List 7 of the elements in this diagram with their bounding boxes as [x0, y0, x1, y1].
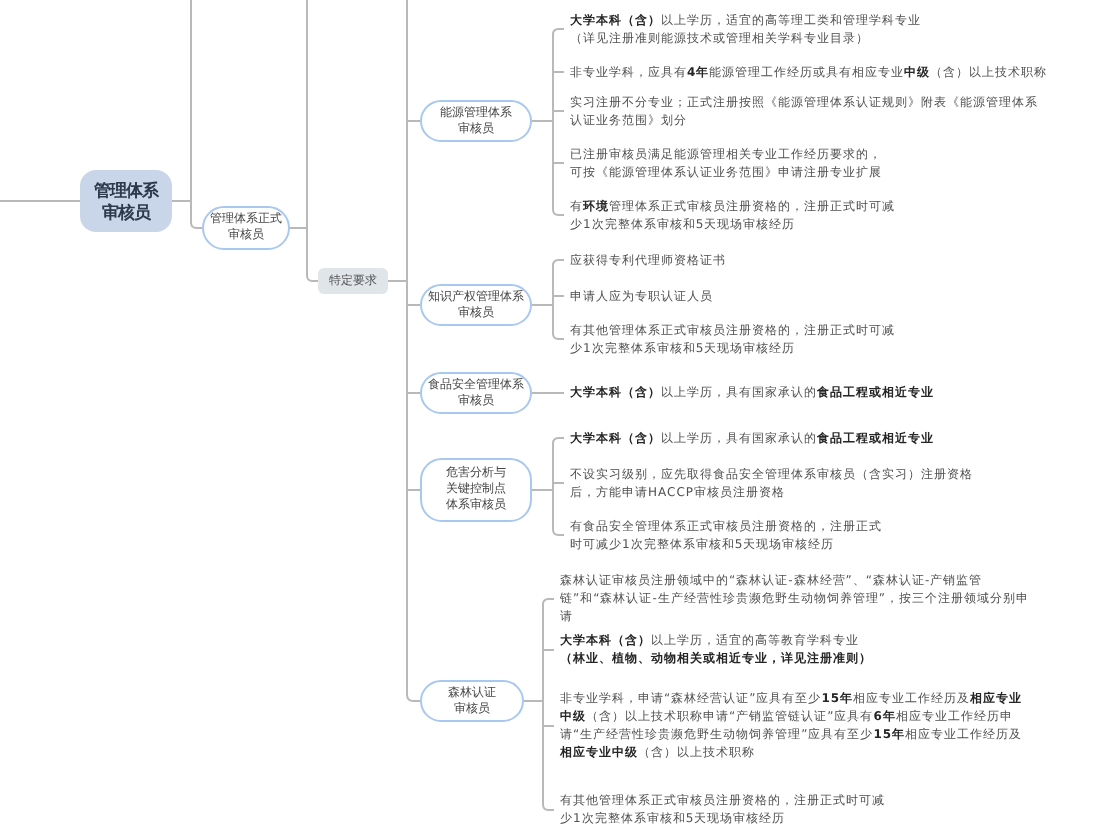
connector-line	[0, 200, 81, 202]
connector-line	[387, 280, 421, 702]
central-topic-box: 管理体系审核员	[80, 170, 172, 232]
connector-line	[531, 392, 565, 394]
connector-line	[531, 489, 565, 536]
connector-line	[531, 304, 565, 340]
connector-line	[171, 200, 203, 229]
